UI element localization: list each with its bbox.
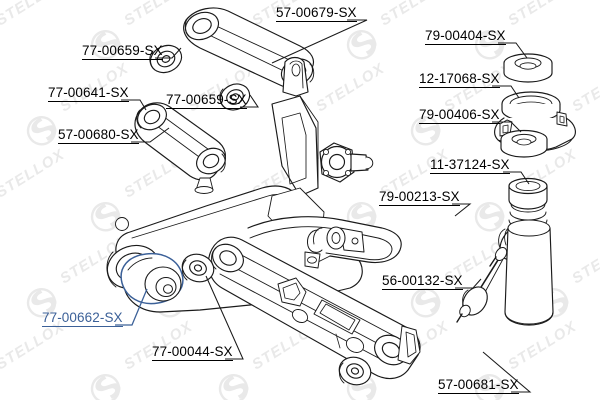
leader-line-l12 — [115, 288, 148, 326]
part-label-upper-control-arm[interactable]: 57-00679-SX — [276, 5, 357, 22]
bushing-77-00659-right — [219, 83, 251, 111]
lateral-link-part — [134, 102, 226, 181]
lower-control-arm-part — [207, 236, 421, 380]
part-label-lateral-link-bushing[interactable]: 77-00641-SX — [48, 85, 129, 102]
part-label-dust-cover-bump-stop[interactable]: 11-37124-SX — [430, 157, 510, 174]
part-label-lateral-link[interactable]: 57-00680-SX — [58, 127, 139, 144]
strut-mount-upper-bearing — [503, 53, 553, 83]
leader-line-l11 — [455, 278, 482, 289]
part-label-trailing-arm-bushing[interactable]: 77-00662-SX — [42, 310, 123, 327]
leader-line-l14 — [482, 351, 532, 393]
bushing-77-00659-left — [149, 44, 183, 74]
hub-spindle — [319, 142, 374, 183]
leader-line-l3 — [155, 47, 182, 59]
part-label-strut-mount-upper-bearing[interactable]: 79-00404-SX — [425, 28, 506, 45]
part-label-lower-control-arm[interactable]: 57-00681-SX — [438, 377, 519, 394]
leader-line-l4 — [492, 85, 520, 99]
part-label-control-arm-bushing-left[interactable]: 77-00659-SX — [82, 43, 163, 60]
part-label-strut-mount-lower-bearing[interactable]: 79-00406-SX — [419, 107, 500, 124]
part-label-stabilizer-link[interactable]: 56-00132-SX — [382, 273, 463, 290]
part-label-lower-arm-bushing[interactable]: 77-00044-SX — [152, 344, 233, 361]
leader-line-l10 — [452, 203, 472, 217]
leader-line-l13 — [205, 275, 244, 360]
leader-line-l5 — [121, 99, 147, 111]
leader-line-l1 — [271, 19, 368, 64]
leader-line-l6 — [240, 94, 259, 108]
bushing-77-00044 — [181, 253, 215, 283]
part-label-stabilizer-bar-bushing[interactable]: 79-00213-SX — [379, 189, 460, 206]
part-label-strut-support-mount[interactable]: 12-17068-SX — [419, 71, 500, 88]
highlighted-bushing-77-00662 — [120, 252, 184, 305]
dust-cover-bump-stop — [504, 177, 554, 326]
leader-line-l7 — [492, 121, 522, 133]
bushing-lower-rear — [338, 356, 372, 386]
part-label-control-arm-bushing-right[interactable]: 77-00659-SX — [166, 92, 247, 109]
leader-line-l9 — [503, 171, 530, 185]
leader-line-l8 — [131, 127, 170, 143]
strut-mount-lower-bearing — [500, 129, 548, 158]
stabilizer-bar — [247, 216, 402, 269]
leader-line-l2 — [498, 42, 528, 59]
